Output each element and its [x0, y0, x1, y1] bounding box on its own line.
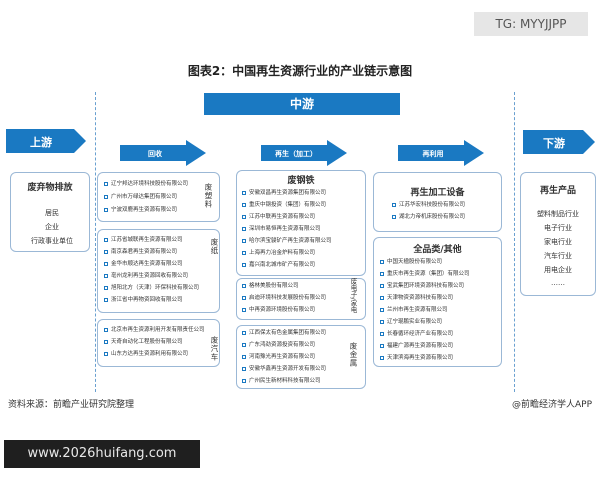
company-item: 江苏中联再生资源有限公司	[242, 214, 315, 221]
upstream-item: 行政事业单位	[31, 237, 73, 245]
downstream-item: 塑料制品行业	[537, 210, 579, 218]
reuse-arrow-shape	[398, 140, 484, 166]
company-item: 宝武集团环境资源科技有限公司	[380, 283, 464, 290]
company-item: 天津滨海再生资源有限公司	[380, 355, 453, 362]
downstream-arrow: 下游	[523, 130, 595, 154]
equipment-heading: 再生加工设备	[410, 188, 465, 198]
recycle-arrow: 回收	[120, 140, 206, 166]
category-label: 废电子/家电	[349, 278, 357, 313]
company-item: 宁波双鹿再生资源有限公司	[104, 207, 177, 214]
company-item: 南京森君再生资源有限公司	[104, 249, 177, 256]
page-title: 图表2：中国再生资源行业的产业链示意图	[187, 64, 413, 78]
allcat-heading: 全品类/其他	[413, 245, 462, 255]
reuse-arrow: 再利用	[398, 140, 484, 166]
company-item: 北京市再生资源利用开发有限责任公司	[104, 327, 205, 334]
recycle-label: 回收	[148, 150, 162, 158]
company-item: 兰州市再生资源有限公司	[380, 307, 448, 314]
recycle-arrow-shape	[120, 140, 206, 166]
company-item: 天津物资资源科技有限公司	[380, 295, 453, 302]
company-item: 金华市顺达再生资源有限公司	[104, 261, 183, 268]
company-item: 格林美股份有限公司	[242, 283, 299, 290]
company-item: 旭阳北方（天津）环保科技有限公司	[104, 285, 199, 292]
company-item: 福建广源再生资源有限公司	[380, 343, 453, 350]
company-item: 启迪环境科技发展股份有限公司	[242, 295, 326, 302]
company-item: 浙江省中再物资回收有限公司	[104, 297, 183, 304]
downstream-item: 电子行业	[544, 224, 572, 232]
reuse-label: 再利用	[422, 150, 444, 158]
company-item: 重庆市再生资源（集团）有限公司	[380, 271, 470, 278]
company-item: 广州民生新材料科技有限公司	[242, 378, 321, 385]
category-label: 废金属	[349, 342, 358, 368]
upstream-item: 企业	[45, 223, 59, 231]
company-item: 长春循环经济产业有限公司	[380, 331, 453, 338]
company-item: 天奇自动化工程股份有限公司	[104, 339, 183, 346]
tg-badge: TG: MYYJJPP	[474, 12, 588, 36]
company-item: 江苏华宏科技股份有限公司	[392, 202, 465, 209]
downstream-arrow-shape	[523, 130, 595, 154]
company-item: 广州市万绿达集团有限公司	[104, 194, 177, 201]
company-item: 上海再力冶金炉料有限公司	[242, 250, 315, 257]
upstream-heading: 废弃物排放	[27, 183, 73, 193]
downstream-label: 下游	[543, 137, 565, 150]
downstream-item: 家电行业	[544, 238, 572, 246]
category-label: 废汽车	[210, 336, 219, 362]
midstream-banner: 中游	[204, 93, 400, 115]
downstream-item: ……	[551, 279, 565, 287]
source-note: 资料来源：前瞻产业研究院整理	[8, 400, 135, 410]
company-item: 深圳市易恒再生资源有限公司	[242, 226, 321, 233]
company-item: 辽宁琨鹏实业有限公司	[380, 319, 442, 326]
company-item: 安徽双昌再生资源集团有限公司	[242, 190, 326, 197]
steel-heading: 废钢铁	[287, 176, 315, 186]
divider-right	[514, 92, 515, 392]
category-label: 废纸	[210, 238, 219, 255]
process-arrow: 再生（加工）	[261, 140, 347, 166]
downstream-heading: 再生产品	[539, 186, 576, 196]
company-item: 嘉兴南北城市矿产有限公司	[242, 262, 315, 269]
upstream-item: 居民	[45, 209, 59, 217]
divider-left	[95, 92, 96, 392]
downstream-item: 汽车行业	[544, 252, 572, 260]
company-item: 亳州龙利再生资源回收有限公司	[104, 273, 188, 280]
company-item: 中国天楹股份有限公司	[380, 259, 442, 266]
company-item: 重庆中钢投资（集团）有限公司	[242, 202, 326, 209]
upstream-label: 上游	[30, 136, 52, 149]
brand-note: @前瞻经济学人APP	[511, 400, 592, 410]
company-item: 江西保太有色金属集团有限公司	[242, 330, 326, 337]
process-arrow-shape	[261, 140, 347, 166]
category-label: 废塑料	[204, 183, 213, 209]
downstream-box	[520, 172, 596, 296]
watermark-url: www.2026huifang.com	[4, 440, 200, 468]
company-item: 山东方达再生资源利用有限公司	[104, 351, 188, 358]
upstream-box	[10, 172, 90, 252]
company-item: 安徽华鑫再生资源开发有限公司	[242, 366, 326, 373]
company-item: 中再资源环境股份有限公司	[242, 307, 315, 314]
company-item: 河南豫光再生资源有限公司	[242, 354, 315, 361]
process-label: 再生（加工）	[275, 150, 317, 158]
company-item: 广东鸿劲资源投资有限公司	[242, 342, 315, 349]
company-item: 辽宁邦达环境科技股份有限公司	[104, 181, 188, 188]
company-item: 湖北力帝机床股份有限公司	[392, 214, 465, 221]
upstream-arrow: 上游	[6, 129, 86, 153]
company-item: 江苏省城联再生资源有限公司	[104, 237, 183, 244]
downstream-item: 用电企业	[544, 266, 572, 274]
upstream-arrow-shape	[6, 129, 86, 153]
company-item: 哈尔滨宝骏矿产再生资源有限公司	[242, 238, 332, 245]
process-box-steel	[236, 170, 366, 276]
